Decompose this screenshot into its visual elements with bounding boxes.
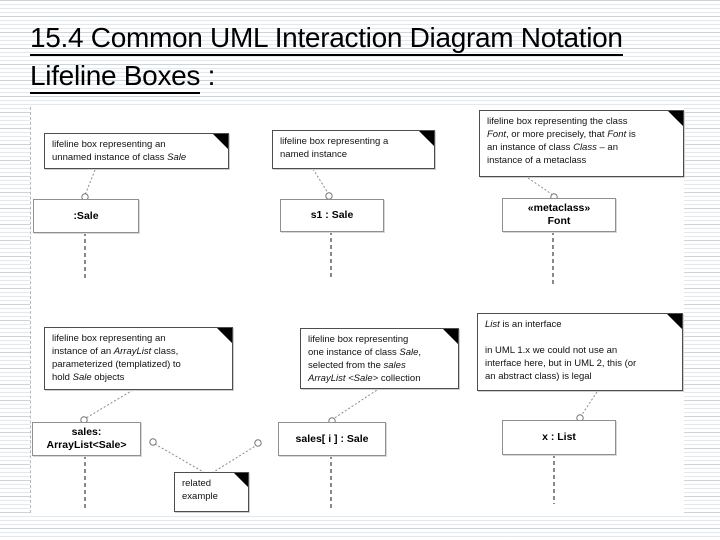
note-text-line: lifeline box representing a [280, 136, 389, 147]
title-line-2: Lifeline Boxes : [30, 58, 623, 96]
note-text-line: interface here, but in UML 2, this (or [485, 358, 637, 369]
note-text-line: unnamed instance of class Sale [52, 152, 187, 163]
note-text-line: ArrayList <Sale> collection [308, 373, 421, 384]
note-text-line: lifeline box representing an [52, 139, 166, 150]
note-fold-icon [419, 131, 434, 146]
note-text-line [485, 331, 676, 344]
note-fold-icon [667, 314, 682, 329]
note-text-line: an abstract class) is legal [485, 371, 592, 382]
uml-note-unnamed-instance: lifeline box representing an unnamed inst… [44, 133, 229, 169]
uml-note-named-instance: lifeline box representing a named instanc… [272, 130, 435, 169]
lifeline-box-sales-i: sales[ i ] : Sale [278, 422, 386, 456]
lifeline-box-label: Font [547, 215, 571, 227]
note-fold-icon [443, 329, 458, 344]
lifeline-box-label: :Sale [73, 209, 99, 222]
note-fold-icon [217, 328, 232, 343]
lifeline-box-unnamed-sale: :Sale [33, 199, 139, 233]
lifeline-box-metaclass: «metaclass»Font [502, 198, 616, 232]
lifeline-box-label: sales: [71, 426, 102, 438]
note-text-line: an instance of class Class – an [487, 142, 618, 153]
note-text-line: List is an interface [485, 319, 562, 330]
note-text-line: lifeline box representing the class [487, 116, 628, 127]
uml-note-list-interface: List is an interface in UML 1.x we could… [477, 313, 683, 391]
note-text-line: parameterized (templatized) to [52, 359, 181, 370]
lifeline-box-label: ArrayList<Sale> [46, 439, 127, 451]
note-text-line: hold Sale objects [52, 372, 125, 383]
note-text-line: instance of an ArrayList class, [52, 346, 179, 357]
title-text-1: 15.4 Common UML Interaction Diagram Nota… [30, 22, 623, 56]
title-colon: : [200, 60, 216, 91]
title-line-1: 15.4 Common UML Interaction Diagram Nota… [30, 20, 623, 58]
uml-note-related-example: related example [174, 472, 249, 512]
lifeline-box-label: s1 : Sale [310, 209, 354, 221]
note-fold-icon [213, 134, 228, 149]
note-text-line: lifeline box representing [308, 334, 409, 345]
note-text-line: named instance [280, 149, 348, 160]
note-fold-icon [234, 473, 248, 487]
note-text-line: selected from the sales [308, 360, 406, 371]
lifeline-box-x-list: x : List [502, 420, 616, 455]
note-fold-icon [668, 111, 683, 126]
uml-note-arraylist: lifeline box representing an instance of … [44, 327, 233, 390]
note-text-line: instance of a metaclass [487, 155, 587, 166]
note-text-line: related [182, 478, 212, 489]
note-text-line: Font, or more precisely, that Font is [487, 129, 636, 140]
page-title: 15.4 Common UML Interaction Diagram Nota… [30, 20, 623, 96]
lifeline-box-arraylist: sales:ArrayList<Sale> [32, 422, 141, 456]
note-text-line: lifeline box representing an [52, 333, 166, 344]
lifeline-box-label: sales[ i ] : Sale [295, 432, 369, 445]
uml-note-selected-instance: lifeline box representing one instance of… [300, 328, 459, 389]
note-text-line: one instance of class Sale, [308, 347, 422, 358]
note-text-line: in UML 1.x we could not use an [485, 345, 618, 356]
note-text-line: example [182, 491, 218, 502]
title-text-2: Lifeline Boxes [30, 60, 200, 94]
lifeline-box-label: «metaclass» [527, 202, 591, 214]
lifeline-box-named-sale: s1 : Sale [280, 199, 384, 232]
lifeline-box-label: x : List [542, 431, 576, 443]
